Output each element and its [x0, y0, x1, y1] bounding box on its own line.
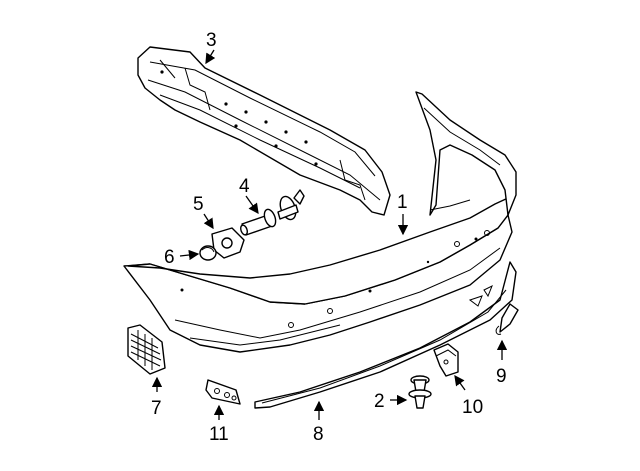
callout-4: 4: [239, 176, 250, 197]
push-clip-part: [408, 375, 432, 409]
callout-3: 3: [206, 30, 217, 51]
callout-7: 7: [151, 398, 162, 419]
tow-eye-part: [240, 189, 305, 236]
bumper-cover-part: [123, 91, 517, 353]
callout-1: 1: [397, 192, 408, 213]
callout-8: 8: [313, 424, 324, 445]
plug-part: [199, 245, 217, 261]
molding-strip-part: [254, 261, 517, 409]
bracket-part: [433, 343, 459, 377]
callout-9: 9: [496, 366, 507, 387]
callout-11: 11: [209, 424, 229, 445]
leader-arrows: [151, 49, 508, 420]
gasket-part: [211, 227, 245, 259]
reflector-clip-part: [495, 303, 519, 335]
callout-2: 2: [374, 391, 385, 412]
small-plate-part: [205, 379, 241, 405]
callout-5: 5: [193, 194, 204, 215]
impact-bar-part: [137, 46, 391, 216]
callout-10: 10: [462, 397, 483, 418]
callout-6: 6: [164, 247, 175, 268]
grille-insert-part: [127, 324, 166, 375]
